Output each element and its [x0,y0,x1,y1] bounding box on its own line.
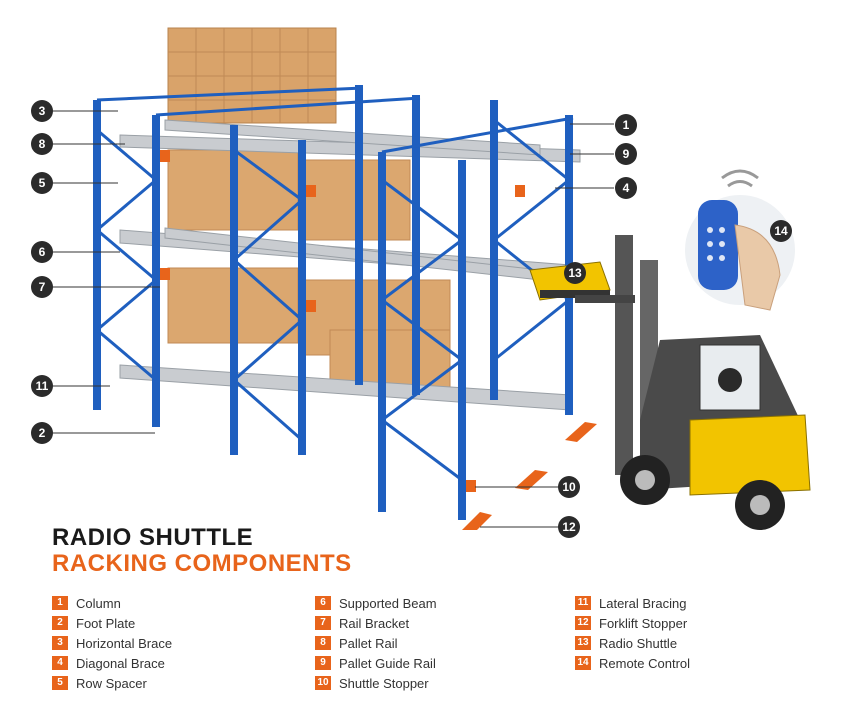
legend-number: 5 [52,676,68,690]
legend-number: 1 [52,596,68,610]
legend-label: Radio Shuttle [599,635,678,651]
callout-10: 10 [558,476,580,498]
legend-number: 14 [575,656,591,670]
legend-label: Supported Beam [339,595,437,611]
forklift [575,235,811,530]
legend-number: 6 [315,596,331,610]
rail-brackets [160,150,525,492]
racking-illustration [52,27,811,530]
legend-number: 4 [52,656,68,670]
remote-control [685,169,795,311]
callout-11: 11 [31,375,53,397]
legend-column-2: 6 Supported Beam 7 Rail Bracket 8 Pallet Ra… [315,593,437,693]
legend-label: Shuttle Stopper [339,675,429,691]
legend-item: 13 Radio Shuttle [575,633,690,653]
legend-number: 8 [315,636,331,650]
legend-label: Row Spacer [76,675,147,691]
callout-1: 1 [615,114,637,136]
callout-5: 5 [31,172,53,194]
callout-2: 2 [31,422,53,444]
legend-label: Column [76,595,121,611]
legend-number: 13 [575,636,591,650]
legend-item: 12 Forklift Stopper [575,613,690,633]
callout-4: 4 [615,177,637,199]
legend-item: 1 Column [52,593,172,613]
legend-number: 11 [575,596,591,610]
callout-7: 7 [31,276,53,298]
legend-number: 2 [52,616,68,630]
legend-label: Pallet Guide Rail [339,655,436,671]
title-line-1: RADIO SHUTTLE [52,524,254,551]
legend-item: 10 Shuttle Stopper [315,673,437,693]
legend-item: 6 Supported Beam [315,593,437,613]
legend-number: 10 [315,676,331,690]
callout-6: 6 [31,241,53,263]
legend-label: Forklift Stopper [599,615,688,631]
legend-item: 9 Pallet Guide Rail [315,653,437,673]
legend-item: 14 Remote Control [575,653,690,673]
callout-9: 9 [615,143,637,165]
legend-item: 11 Lateral Bracing [575,593,690,613]
legend-label: Foot Plate [76,615,136,631]
legend-label: Remote Control [599,655,691,671]
title-line-2: RACKING COMPONENTS [52,550,352,577]
bracing [94,86,574,482]
callout-14: 14 [770,220,792,242]
legend-label: Pallet Rail [339,635,398,651]
legend-item: 5 Row Spacer [52,673,172,693]
callout-3: 3 [31,100,53,122]
legend-label: Diagonal Brace [76,655,165,671]
legend-number: 7 [315,616,331,630]
callout-12: 12 [558,516,580,538]
legend-item: 3 Horizontal Brace [52,633,172,653]
legend-number: 12 [575,616,591,630]
legend-number: 9 [315,656,331,670]
legend-label: Rail Bracket [339,615,410,631]
legend-item: 7 Rail Bracket [315,613,437,633]
forklift-stoppers [462,422,597,530]
legend-number: 3 [52,636,68,650]
legend-item: 8 Pallet Rail [315,633,437,653]
legend-label: Horizontal Brace [76,635,173,651]
callout-8: 8 [31,133,53,155]
callout-13: 13 [564,262,586,284]
leader-lines [52,110,614,528]
legend-label: Lateral Bracing [599,595,687,611]
legend-item: 4 Diagonal Brace [52,653,172,673]
legend-item: 2 Foot Plate [52,613,172,633]
